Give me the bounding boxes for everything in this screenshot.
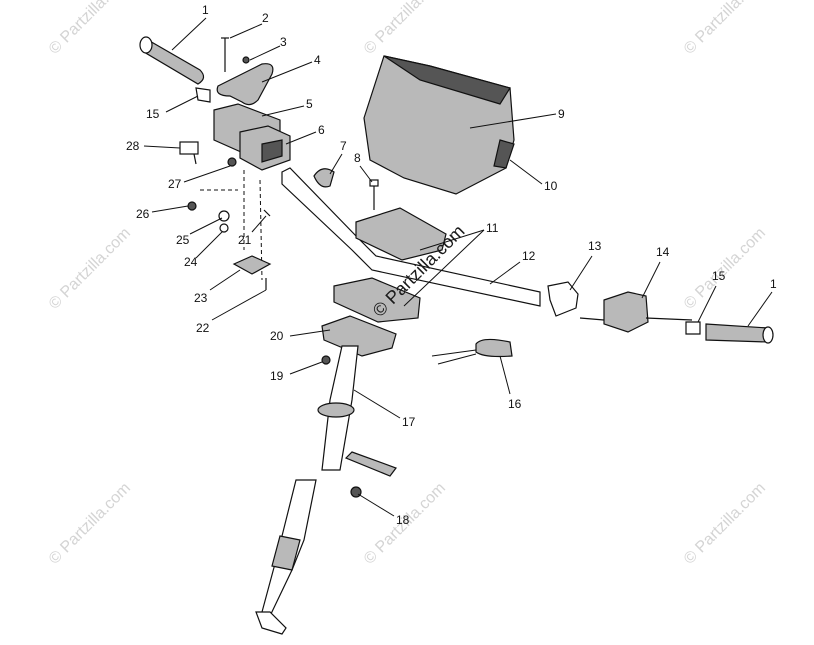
callout-label: 22 [196,321,210,335]
bracket-plate [232,255,272,275]
callout-label: 15 [712,269,726,283]
nut [187,201,197,211]
callout-label: 15 [146,107,160,121]
callout-label: 18 [396,513,410,527]
callout-label: 11 [486,221,499,235]
brake-switch [547,281,579,317]
callout-layer: 1 2 3 4 5 6 7 8 9 10 11 12 13 14 15 15 [126,3,777,527]
callout-label: 12 [522,249,536,263]
callout-label: 13 [588,239,602,253]
callout-label: 14 [656,245,670,259]
hood-trim [493,139,515,169]
callout-label: 4 [314,53,321,67]
throttle-lever [216,63,274,106]
callout-label: 28 [126,139,140,153]
callout-label: 16 [508,397,522,411]
watermark-text: © Partzilla.com [46,480,134,568]
handlebar-clamp-lower [333,277,421,323]
callout-label: 6 [318,123,325,137]
callout-label: 2 [262,11,269,25]
post-clamp [317,402,355,418]
handlebar-clamp-upper [355,207,447,261]
grip-left [139,36,205,85]
callout-label: 7 [340,139,347,153]
brake-master-cylinder [603,291,649,333]
steering-foot [255,611,287,635]
callout-label: 27 [168,177,182,191]
washer [218,210,230,222]
callout-label: 26 [136,207,150,221]
kill-switch [179,141,199,155]
bushing [344,451,397,477]
callout-label: 23 [194,291,208,305]
handlebar [281,167,541,307]
nut [227,157,237,167]
end-plug-left [195,87,211,103]
grip-right [705,323,774,344]
clip [242,56,250,64]
callout-label: 10 [544,179,558,193]
callout-label: 1 [770,277,777,291]
watermark-text: © Partzilla.com [681,480,769,568]
cable-clamp [313,168,335,188]
callout-label: 21 [238,233,252,247]
watermark-text: © Partzilla.com [361,0,449,58]
washer [219,223,229,233]
watermark-text: © Partzilla.com [46,0,134,58]
watermark-text: © Partzilla.com [46,225,134,313]
callout-label: 24 [184,255,198,269]
callout-label: 3 [280,35,287,49]
steering-plate [321,315,397,357]
watermark-text: © Partzilla.com [681,0,769,58]
callout-label: 9 [558,107,565,121]
callout-label: 19 [270,369,284,383]
pin [221,37,229,72]
callout-label: 5 [306,97,313,111]
nut [321,355,331,365]
callout-label: 1 [202,3,209,17]
callout-label: 25 [176,233,190,247]
heater-wire [431,338,513,365]
callout-label: 20 [270,329,284,343]
callout-label: 8 [354,151,361,165]
end-plug-right [685,321,701,335]
parts-artwork [139,36,774,635]
callout-label: 17 [402,415,416,429]
